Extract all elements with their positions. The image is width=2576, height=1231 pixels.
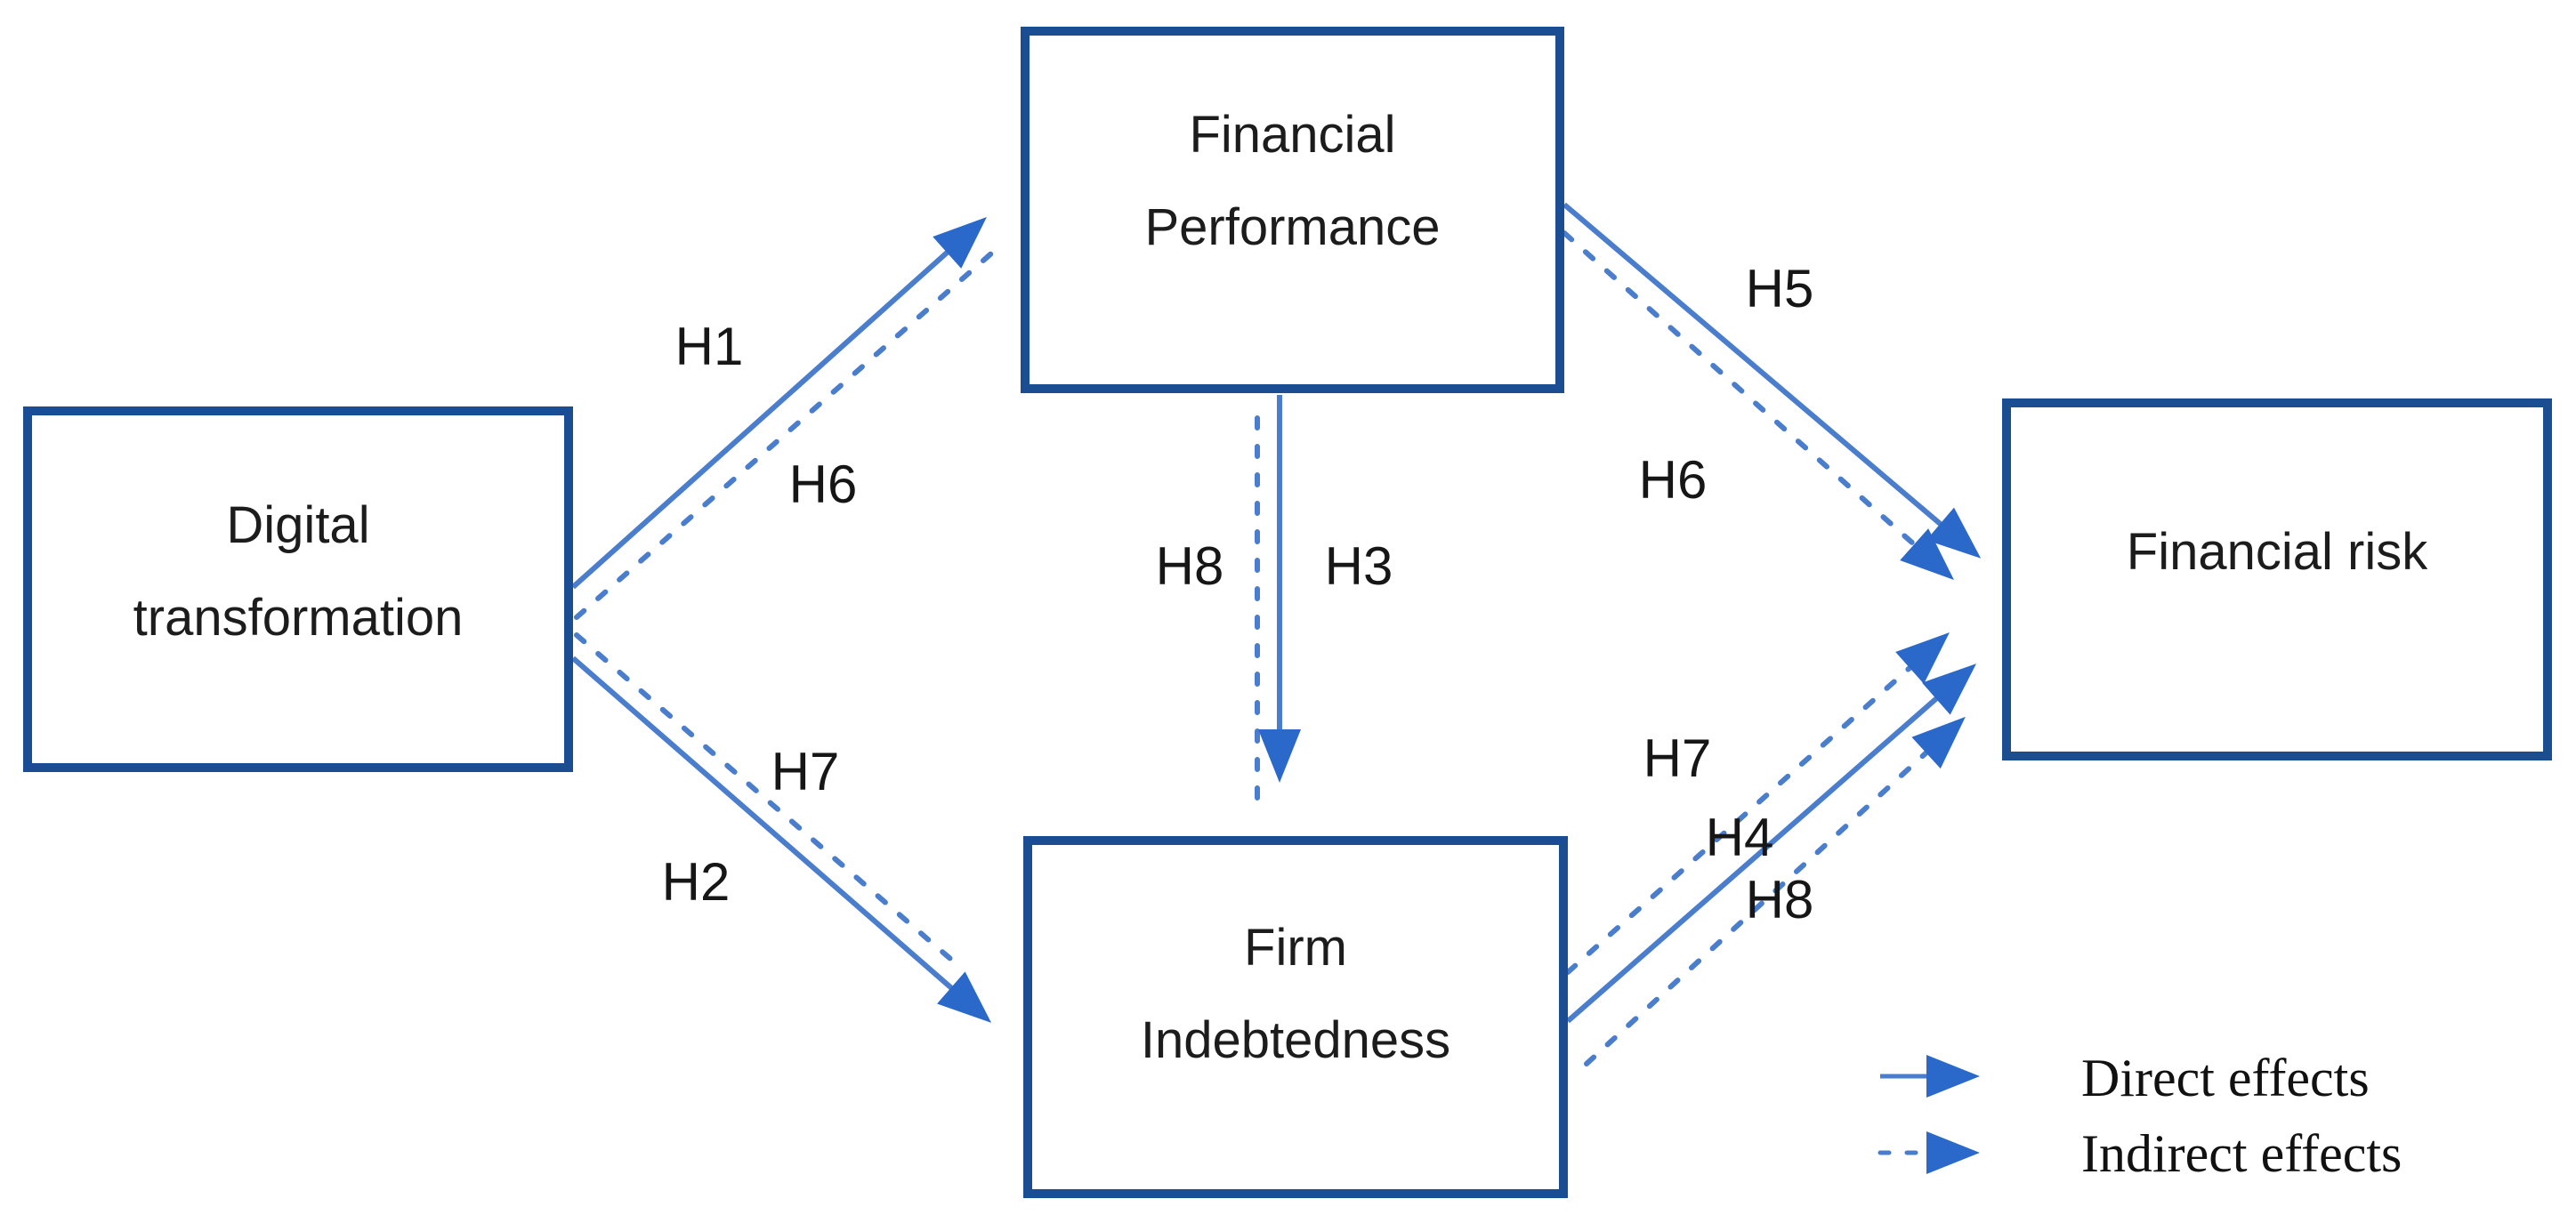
node-firm-indebtedness-line2: Indebtedness: [1140, 1010, 1451, 1069]
legend-direct-effects-label: Direct effects: [2081, 1049, 2370, 1107]
node-firm-indebtedness-line1: Firm: [1244, 918, 1347, 977]
node-financial-risk-label: Financial risk: [2126, 522, 2428, 581]
label-h8-middle: H8: [1155, 536, 1224, 596]
arrow-h1-direct-dt-fp: [570, 216, 987, 590]
label-h1: H1: [674, 317, 744, 376]
arrow-h7-indirect-fi-fr: [1565, 632, 1950, 975]
node-financial-performance-line2: Performance: [1144, 198, 1441, 256]
label-h7-lower-right: H7: [1643, 728, 1712, 788]
node-digital-transformation-line2: transformation: [133, 588, 464, 647]
arrow-h8-indirect-fi-fr: [1584, 716, 1966, 1066]
label-h4: H4: [1705, 808, 1774, 867]
arrow-h6-indirect-dt-fp: [574, 245, 1001, 620]
node-financial-risk: Financial risk: [2002, 398, 2552, 760]
label-h6-upper-right: H6: [1638, 450, 1708, 510]
label-h5: H5: [1745, 259, 1814, 318]
label-h8-lower-right: H8: [1745, 870, 1814, 929]
arrow-h7-indirect-dt-fi: [574, 632, 965, 972]
node-financial-performance-line1: Financial: [1189, 106, 1396, 164]
arrow-h6-indirect-fp-fr: [1562, 230, 1954, 580]
label-h3: H3: [1324, 536, 1393, 596]
arrow-h4-direct-fi-fr: [1566, 664, 1977, 1024]
node-digital-transformation-line1: Digital: [226, 495, 370, 554]
arrow-h5-direct-fp-fr: [1563, 202, 1982, 559]
node-firm-indebtedness: Firm Indebtedness: [1023, 836, 1568, 1198]
node-financial-performance: Financial Performance: [1021, 27, 1564, 393]
label-h7-lower-left: H7: [771, 742, 840, 801]
legend-indirect-effects-label: Indirect effects: [2081, 1124, 2402, 1183]
label-h6-upper-left: H6: [788, 455, 858, 514]
label-h2: H2: [661, 852, 731, 912]
node-digital-transformation: Digital transformation: [23, 406, 573, 772]
arrow-h2-direct-dt-fi: [571, 656, 992, 1023]
